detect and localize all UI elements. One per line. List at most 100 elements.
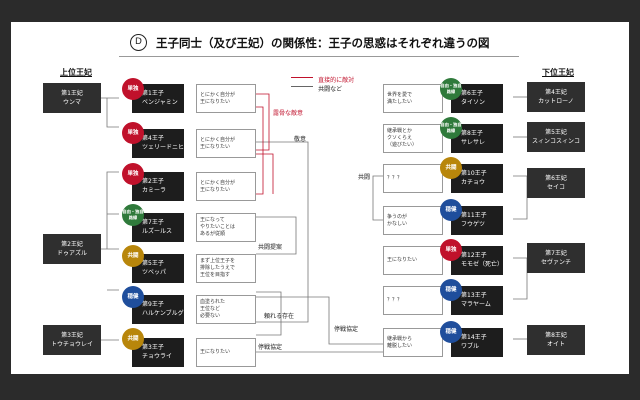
prince-3-name: チョウライ bbox=[142, 352, 173, 360]
prince-3-note: 王になりたい bbox=[196, 338, 256, 367]
prince-6-note-line1: 世界を愛で bbox=[387, 91, 413, 98]
prince-11-note: 争うのが かなしい bbox=[383, 206, 443, 235]
label-tayoreru: 頼れる存在 bbox=[264, 313, 295, 320]
prince-13-name: マラヤーム bbox=[461, 300, 491, 308]
prince-2-note: とにかく自分が 王になりたい bbox=[196, 172, 256, 201]
prince-7-note: 王になって やりたいことは あるが従順 bbox=[196, 213, 256, 242]
prince-6-badge: 自由・独自路線 bbox=[440, 78, 462, 100]
prince-9-name: ハルケンブルグ bbox=[142, 309, 184, 317]
prince-2-note-line2: 王になりたい bbox=[200, 186, 231, 193]
consort-5-name: スィンコスィンコ bbox=[531, 138, 580, 145]
legend-direct: 直接的に敵対 bbox=[291, 67, 354, 86]
prince-12-note-line1: 王になりたい bbox=[387, 257, 418, 263]
consort-3-rank: 第3王妃 bbox=[61, 332, 83, 339]
prince-10-name: カチョウ bbox=[461, 178, 486, 186]
line-kyototeian bbox=[256, 216, 297, 255]
prince-5-note-line2: 排除したうえで bbox=[200, 265, 235, 271]
section-letter: D bbox=[130, 34, 147, 51]
prince-8-note: 継承戦とか クソくらえ （遊びたい） bbox=[383, 124, 443, 153]
line-red-3 bbox=[256, 153, 274, 194]
prince-5-name: ツベッパ bbox=[142, 268, 167, 276]
label-teisen1: 停戦協定 bbox=[334, 326, 359, 333]
page-title: 王子同士（及び王妃）の関係性：王子の思惑はそれぞれ違うの図 bbox=[156, 36, 490, 50]
prince-9-note-line3: 必要ない bbox=[200, 313, 221, 319]
prince-8-rank: 第8王子 bbox=[461, 130, 483, 137]
line-kyoto bbox=[372, 175, 383, 221]
prince-3-badge: 共闘 bbox=[122, 328, 144, 350]
prince-13-badge: 穏健 bbox=[440, 279, 462, 301]
prince-2-badge: 単独 bbox=[122, 163, 144, 185]
relation-lines bbox=[101, 93, 528, 353]
consort-1-rank: 第1王妃 bbox=[61, 90, 83, 97]
prince-8-note-line2: クソくらえ bbox=[387, 135, 413, 141]
consort-2-rank: 第2王妃 bbox=[61, 241, 83, 248]
prince-6-note: 世界を愛で 満たしたい bbox=[383, 84, 443, 113]
line-teisen1 bbox=[256, 296, 383, 345]
prince-8-note-line1: 継承戦とか bbox=[387, 128, 413, 134]
line-roko bbox=[256, 93, 270, 151]
prince-9-note-line2: 王位など bbox=[200, 306, 221, 312]
bracket-consort-2 bbox=[101, 171, 119, 291]
title-underline bbox=[119, 56, 519, 57]
prince-1-rank: 第1王子 bbox=[142, 90, 164, 97]
prince-1-note: とにかく自分が 王になりたい bbox=[196, 84, 256, 113]
prince-2[interactable]: 第2王子 カミーラ bbox=[132, 172, 184, 201]
label-keii: 敬意 bbox=[294, 136, 307, 143]
legend-joint-label: 共闘など bbox=[318, 86, 343, 93]
line-keii bbox=[256, 141, 309, 323]
prince-7-note-line3: あるが従順 bbox=[200, 231, 226, 237]
prince-12-name: モモゼ（死亡） bbox=[461, 260, 504, 268]
prince-5-rank: 第5王子 bbox=[142, 260, 164, 267]
prince-2-name: カミーラ bbox=[142, 186, 167, 194]
upper-consorts-header: 上位王妃 bbox=[60, 68, 92, 77]
consort-4[interactable]: 第4王妃 カットローノ bbox=[527, 82, 585, 112]
consort-8[interactable]: 第8王妃 オイト bbox=[527, 325, 585, 355]
prince-3-rank: 第3王子 bbox=[142, 344, 164, 351]
prince-9-badge: 穏健 bbox=[122, 286, 144, 308]
prince-5-badge: 共闘 bbox=[122, 245, 144, 267]
consort-6[interactable]: 第6王妃 セイコ bbox=[527, 168, 585, 198]
consort-2[interactable]: 第2王妃 ドゥアズル bbox=[43, 234, 101, 264]
label-kyototeian: 共闘提案 bbox=[258, 244, 283, 251]
lower-consorts-header: 下位王妃 bbox=[542, 68, 574, 77]
legend-direct-label: 直接的に敵対 bbox=[318, 77, 355, 84]
prince-12-note: 王になりたい bbox=[383, 246, 443, 275]
prince-7-badge: 自由・独自路線 bbox=[122, 204, 144, 226]
consort-6-rank: 第6王妃 bbox=[545, 175, 567, 182]
prince-11-note-line2: かなしい bbox=[387, 220, 408, 227]
legend-joint: 共闘など bbox=[291, 76, 342, 95]
consort-3[interactable]: 第3王妃 トウチョウレイ bbox=[43, 325, 101, 355]
consort-4-name: カットローノ bbox=[538, 98, 574, 105]
prince-7-note-line2: やりたいことは bbox=[200, 224, 236, 230]
prince-11[interactable]: 第11王子 フウゲツ bbox=[451, 206, 503, 235]
prince-10-note: ？？？ bbox=[383, 164, 443, 193]
bracket-consort-7 bbox=[513, 257, 528, 300]
consort-1[interactable]: 第1王妃 ウンマ bbox=[43, 83, 101, 113]
slide: D 王子同士（及び王妃）の関係性：王子の思惑はそれぞれ違うの図 直接的に敵対 共… bbox=[11, 22, 629, 374]
consort-8-name: オイト bbox=[546, 341, 565, 348]
prince-10[interactable]: 第10王子 カチョウ bbox=[451, 164, 503, 193]
prince-14-note: 継承戦から 離脱したい bbox=[383, 328, 443, 357]
consort-8-rank: 第8王妃 bbox=[545, 332, 567, 339]
prince-13-rank: 第13王子 bbox=[461, 292, 487, 299]
prince-6-rank: 第6王子 bbox=[461, 90, 483, 97]
prince-14-rank: 第14王子 bbox=[461, 334, 487, 341]
prince-13-note: ？？？ bbox=[383, 286, 443, 315]
consort-6-name: セイコ bbox=[546, 184, 565, 191]
prince-1-name: ベンジャミン bbox=[142, 98, 178, 106]
prince-11-badge: 穏健 bbox=[440, 199, 462, 221]
prince-4-note-line2: 王になりたい bbox=[200, 143, 231, 150]
consort-2-name: ドゥアズル bbox=[56, 250, 87, 257]
prince-10-note-line1: ？？？ bbox=[387, 175, 403, 181]
consort-7[interactable]: 第7王妃 セヴァンチ bbox=[527, 243, 585, 273]
prince-1-badge: 単独 bbox=[122, 78, 144, 100]
prince-9-rank: 第9王子 bbox=[142, 301, 164, 308]
prince-8-note-line3: （遊びたい） bbox=[387, 142, 418, 148]
prince-14-note-line2: 離脱したい bbox=[387, 342, 413, 349]
prince-2-rank: 第2王子 bbox=[142, 178, 164, 185]
consort-5-rank: 第5王妃 bbox=[545, 129, 567, 136]
prince-4-name: ツェリードニヒ bbox=[142, 143, 185, 151]
prince-9-note-line1: 血塗られた bbox=[200, 299, 226, 305]
prince-4-note: とにかく自分が 王になりたい bbox=[196, 129, 256, 158]
consort-5[interactable]: 第5王妃 スィンコスィンコ bbox=[527, 122, 585, 152]
